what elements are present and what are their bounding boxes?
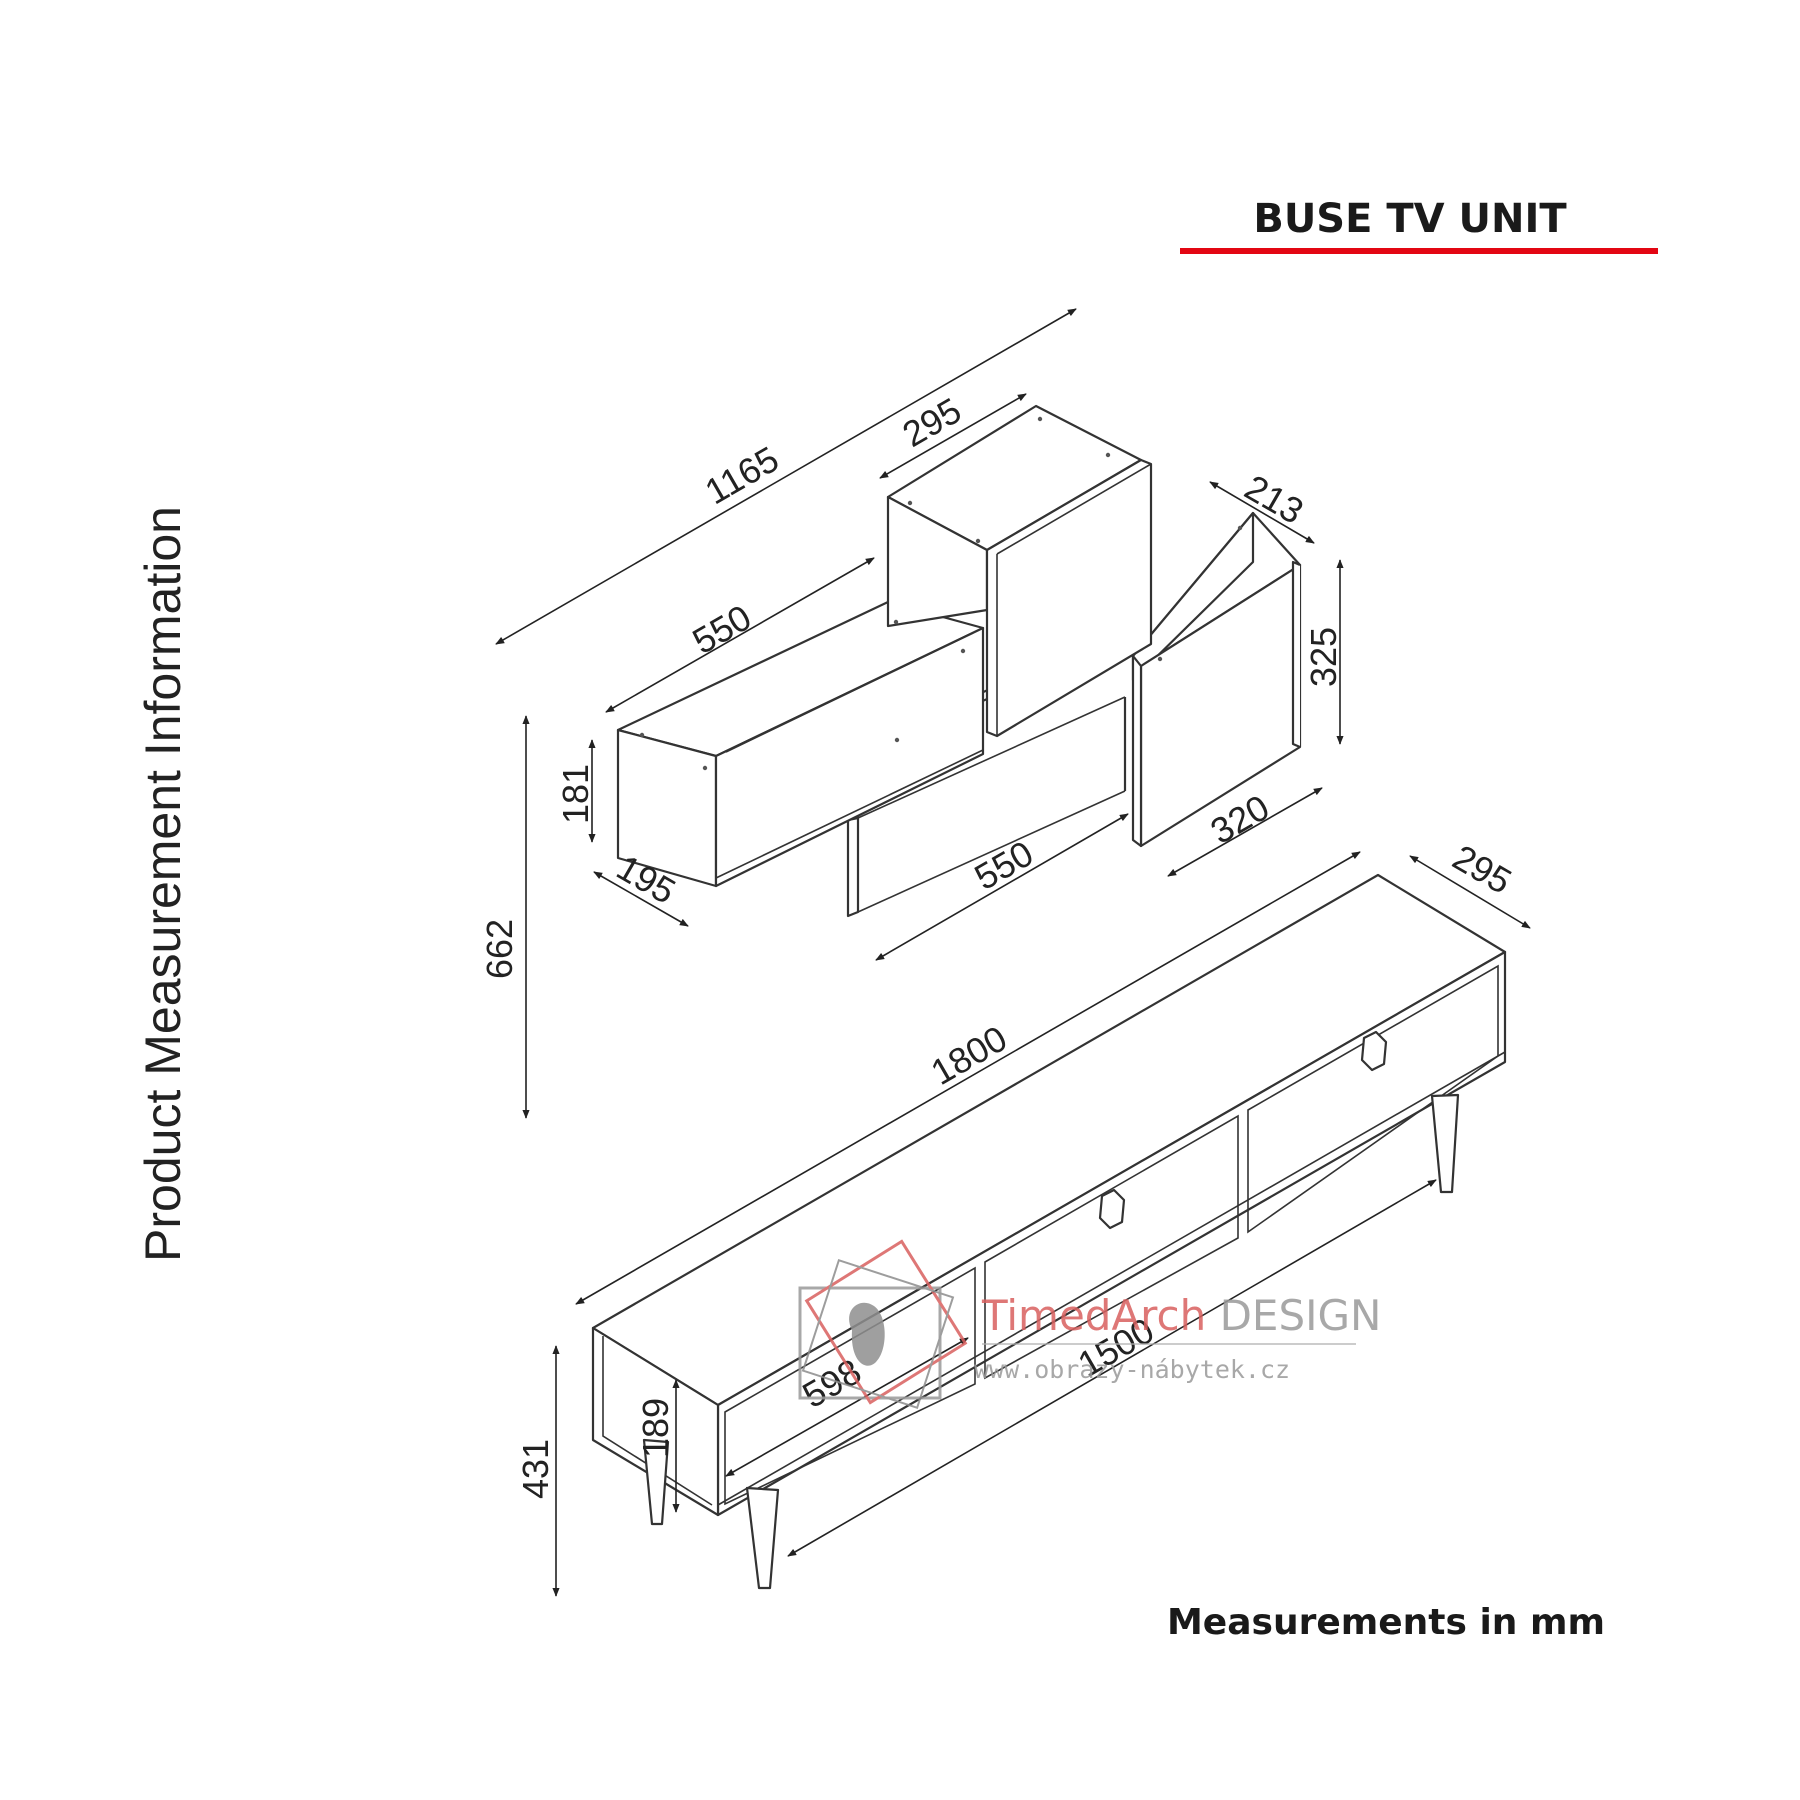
tv-stand-leg-front-left bbox=[745, 1486, 780, 1590]
watermark: TimedArch DESIGN www.obrazy-nábytek.cz bbox=[798, 1239, 1381, 1409]
title-underline bbox=[1180, 248, 1658, 254]
dim-stand-total-height: 431 bbox=[515, 1439, 556, 1499]
watermark-url: www.obrazy-nábytek.cz bbox=[974, 1355, 1290, 1384]
units-note: Measurements in mm bbox=[1167, 1602, 1605, 1643]
watermark-brand-part2: DESIGN bbox=[1206, 1291, 1381, 1340]
dimension-lines bbox=[495, 308, 1531, 1597]
drawer-handle-middle bbox=[1098, 1188, 1126, 1230]
dim-left-shelf-height: 181 bbox=[555, 764, 596, 824]
side-label: Product Measurement Information bbox=[135, 506, 191, 1262]
product-title: BUSE TV UNIT bbox=[1253, 196, 1567, 242]
dim-lower-shelf-width: 550 bbox=[967, 832, 1040, 898]
dim-stand-body-height: 189 bbox=[635, 1398, 676, 1458]
drawer-handle-right bbox=[1360, 1030, 1388, 1072]
dim-top-cube-width: 295 bbox=[895, 389, 968, 455]
watermark-logo-icon bbox=[798, 1239, 968, 1409]
watermark-brand: TimedArch DESIGN bbox=[981, 1291, 1381, 1340]
tv-stand bbox=[591, 873, 1507, 1590]
dim-stand-width: 1800 bbox=[924, 1017, 1014, 1093]
dim-right-cube-height: 325 bbox=[1303, 627, 1344, 687]
tv-stand-leg-back-left bbox=[642, 1438, 670, 1526]
dim-stand-depth: 295 bbox=[1446, 836, 1519, 902]
dim-shelf-total-height: 662 bbox=[479, 919, 520, 979]
tv-stand-leg-front-right bbox=[1430, 1093, 1460, 1194]
watermark-brand-part1: TimedArch bbox=[981, 1291, 1206, 1340]
dim-left-shelf-width: 550 bbox=[685, 596, 758, 662]
